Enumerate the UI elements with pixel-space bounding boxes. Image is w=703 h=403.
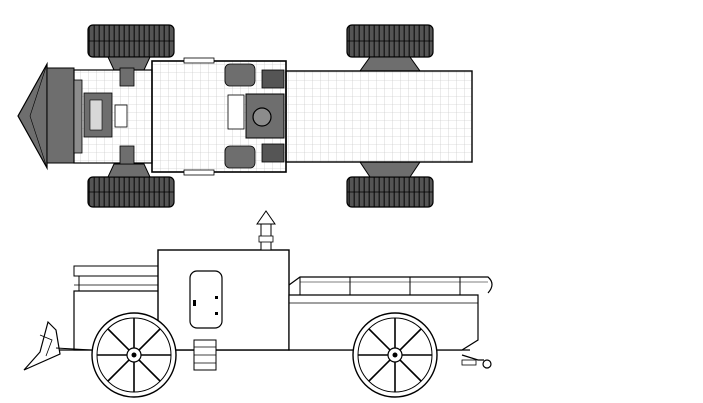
front-left-wheel-top	[87, 24, 175, 58]
front-wheel-side	[91, 312, 177, 398]
rear-right-wheel-top	[346, 176, 434, 208]
door-handle	[193, 300, 196, 306]
cabin-top	[151, 57, 287, 176]
plow-blade-top	[17, 61, 75, 171]
top-view	[17, 24, 473, 208]
cargo-bed-top	[285, 70, 473, 163]
rear-wheel-side	[352, 312, 438, 398]
side-view	[23, 210, 493, 398]
cabin-door	[189, 270, 223, 329]
cabin-side	[157, 210, 290, 351]
rear-left-wheel-top	[346, 24, 434, 58]
front-chassis-top	[73, 67, 153, 165]
front-right-wheel-top	[87, 176, 175, 208]
tow-hitch	[461, 354, 492, 369]
plow-blade-side	[23, 320, 93, 371]
boarding-ladder	[193, 339, 217, 371]
